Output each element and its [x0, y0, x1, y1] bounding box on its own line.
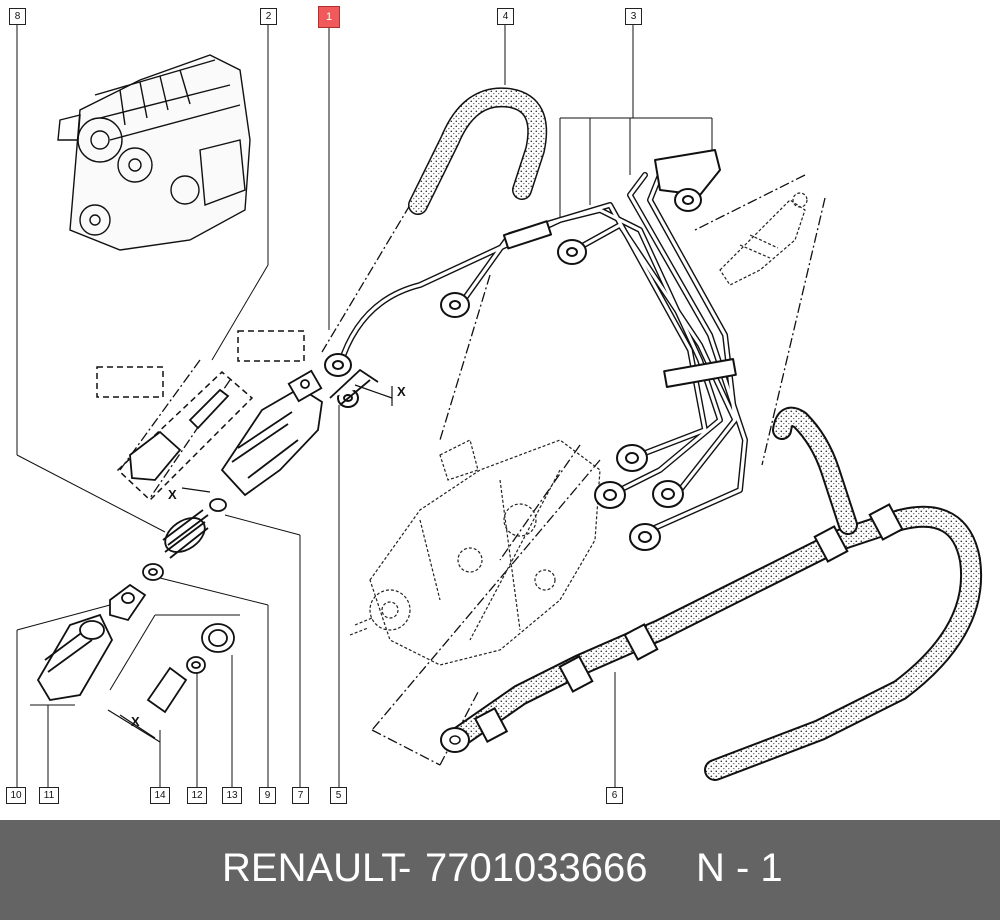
callout-2[interactable]: 2	[260, 8, 277, 25]
callout-7[interactable]: 7	[292, 787, 309, 804]
callout-8[interactable]: 8	[9, 8, 26, 25]
dimension-x-label: X	[131, 714, 140, 729]
nozzle-sketch	[719, 192, 808, 286]
callout-14[interactable]: 14	[150, 787, 170, 804]
return-hose-loop	[408, 87, 548, 215]
injector-holder	[220, 386, 323, 497]
injector-pipes	[337, 149, 748, 533]
spring	[162, 509, 209, 559]
exploded-parts-diagram	[16, 25, 983, 788]
callout-4[interactable]: 4	[497, 8, 514, 25]
leader-lines	[16, 25, 713, 788]
callout-13[interactable]: 13	[222, 787, 242, 804]
part-number: 7701033666	[425, 846, 648, 890]
dimension-arrows	[107, 384, 393, 743]
callout-3[interactable]: 3	[625, 8, 642, 25]
fuel-hoses	[440, 406, 983, 781]
injection-pump-illustration	[349, 439, 601, 666]
callout-6[interactable]: 6	[606, 787, 623, 804]
position-code: N - 1	[696, 846, 783, 890]
callout-9[interactable]: 9	[259, 787, 276, 804]
caption-separator: -	[398, 846, 412, 890]
union-nuts	[324, 188, 702, 551]
callout-11[interactable]: 11	[39, 787, 59, 804]
callout-5[interactable]: 5	[330, 787, 347, 804]
injector-parts	[36, 368, 379, 714]
brand-name: RENAULT	[222, 846, 406, 890]
callout-12[interactable]: 12	[187, 787, 207, 804]
engine-illustration	[57, 54, 251, 251]
placeholder-boxes	[96, 330, 305, 502]
callout-1-highlighted[interactable]: 1	[318, 6, 340, 28]
dimension-x-label: X	[168, 487, 177, 502]
callout-10[interactable]: 10	[6, 787, 26, 804]
part-caption-bar: RENAULT - 7701033666 N - 1	[0, 820, 1000, 920]
dimension-x-label: X	[397, 384, 406, 399]
